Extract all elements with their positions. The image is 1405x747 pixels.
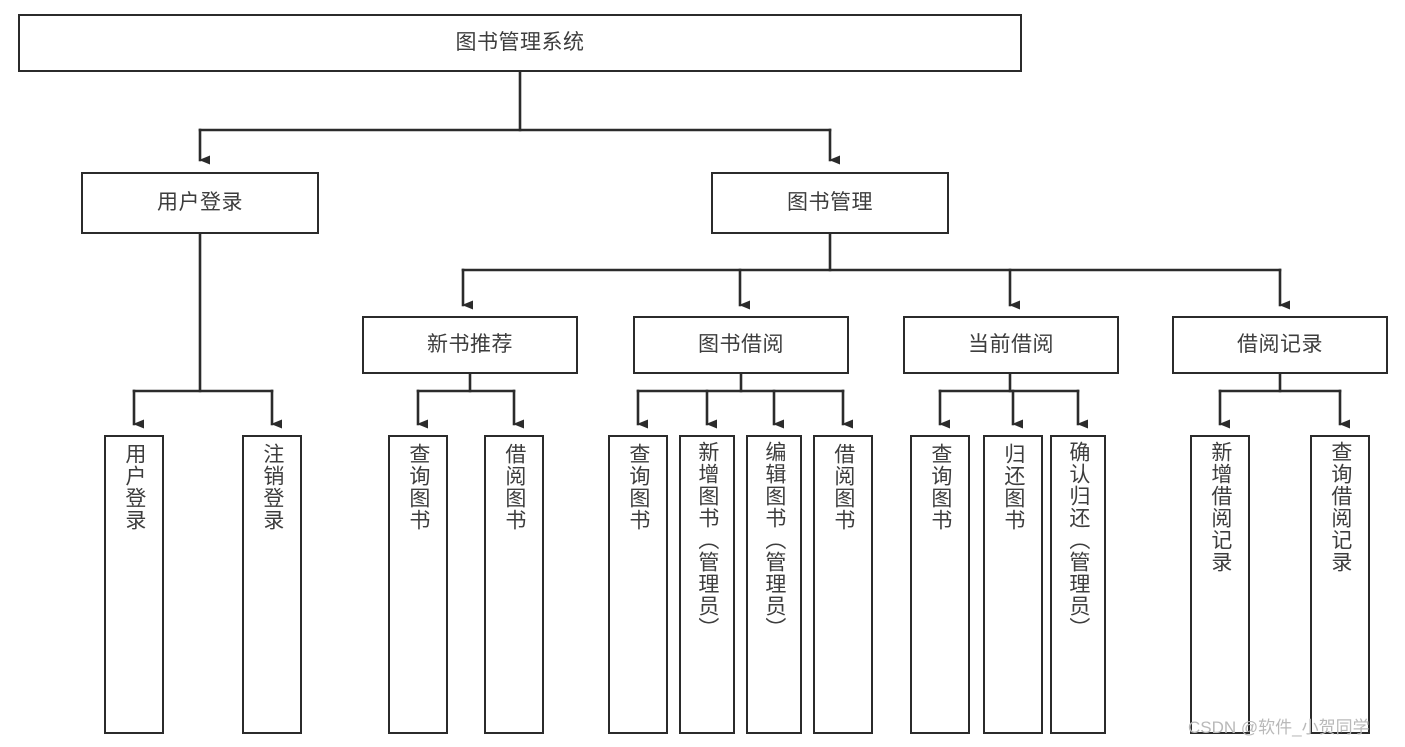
- node-label: 新增图书（管理员）: [695, 441, 719, 639]
- node-label: 借阅记录: [1237, 333, 1323, 357]
- node-leaf-user-login[interactable]: 用户登录: [104, 435, 164, 734]
- node-label: 借阅图书: [831, 443, 855, 531]
- node-leaf-borrow-book-recommend[interactable]: 借阅图书: [484, 435, 544, 734]
- node-label: 图书借阅: [698, 333, 784, 357]
- node-leaf-confirm-return[interactable]: 确认归还（管理员）: [1050, 435, 1106, 734]
- node-label: 确认归还（管理员）: [1066, 441, 1090, 639]
- node-label: 注销登录: [260, 443, 284, 531]
- node-label: 借阅图书: [502, 443, 526, 531]
- node-label: 查询借阅记录: [1328, 441, 1352, 573]
- node-label: 用户登录: [122, 443, 146, 531]
- node-label: 查询图书: [406, 443, 430, 531]
- node-label: 当前借阅: [968, 333, 1054, 357]
- node-book-borrow[interactable]: 图书借阅: [633, 316, 849, 374]
- node-leaf-logout[interactable]: 注销登录: [242, 435, 302, 734]
- node-label: 查询图书: [928, 443, 952, 531]
- node-leaf-add-book[interactable]: 新增图书（管理员）: [679, 435, 735, 734]
- node-book-manage[interactable]: 图书管理: [711, 172, 949, 234]
- node-label: 图书管理系统: [455, 31, 585, 55]
- node-label: 用户登录: [157, 191, 243, 215]
- watermark: CSDN @软件_小贺同学: [1188, 718, 1370, 737]
- node-leaf-query-borrow-record[interactable]: 查询借阅记录: [1310, 435, 1370, 734]
- node-label: 归还图书: [1001, 443, 1025, 531]
- node-label: 编辑图书（管理员）: [762, 441, 786, 639]
- node-leaf-edit-book[interactable]: 编辑图书（管理员）: [746, 435, 802, 734]
- node-leaf-query-book-current[interactable]: 查询图书: [910, 435, 970, 734]
- node-leaf-return-book[interactable]: 归还图书: [983, 435, 1043, 734]
- node-root-system[interactable]: 图书管理系统: [18, 14, 1022, 72]
- node-new-book-recommend[interactable]: 新书推荐: [362, 316, 578, 374]
- node-leaf-add-borrow-record[interactable]: 新增借阅记录: [1190, 435, 1250, 734]
- node-leaf-query-book-borrow[interactable]: 查询图书: [608, 435, 668, 734]
- node-label: 查询图书: [626, 443, 650, 531]
- node-leaf-borrow-book[interactable]: 借阅图书: [813, 435, 873, 734]
- node-label: 新增借阅记录: [1208, 441, 1232, 573]
- node-user-login[interactable]: 用户登录: [81, 172, 319, 234]
- node-label: 图书管理: [787, 191, 873, 215]
- node-current-borrow[interactable]: 当前借阅: [903, 316, 1119, 374]
- node-leaf-query-book-recommend[interactable]: 查询图书: [388, 435, 448, 734]
- node-label: 新书推荐: [427, 333, 513, 357]
- node-borrow-record[interactable]: 借阅记录: [1172, 316, 1388, 374]
